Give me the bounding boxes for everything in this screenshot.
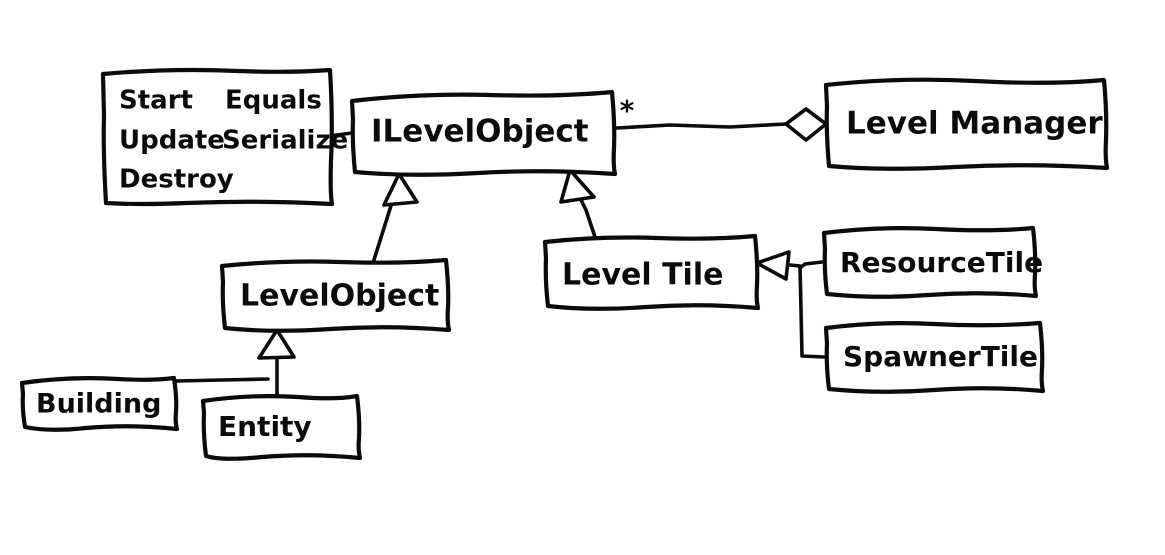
member-label-start: Start <box>119 86 193 116</box>
node-entity[interactable]: Entity <box>200 393 363 461</box>
node-label-ilevelobject: ILevelObject <box>371 114 589 150</box>
edge-levelobject-to-ilevelobject <box>371 172 419 265</box>
node-label-levelmanager: Level Manager <box>846 106 1103 142</box>
node-building[interactable]: Building <box>19 375 180 432</box>
node-leveltile[interactable]: Level Tile <box>542 233 761 311</box>
node-label-spawnertile: SpawnerTile <box>843 340 1038 373</box>
node-levelmanager[interactable]: Level Manager <box>823 77 1110 171</box>
member-label-destroy: Destroy <box>119 165 234 195</box>
node-label-leveltile: Level Tile <box>562 258 723 293</box>
node-label-levelobject: LevelObject <box>240 279 439 314</box>
edge-entity-building-to-levelobject <box>174 328 296 401</box>
node-resourcetile[interactable]: ResourceTile <box>821 225 1043 299</box>
member-label-serialize: Serialize <box>222 126 348 156</box>
node-label-building: Building <box>36 389 161 420</box>
edge-ilevelobject-to-levelmanager <box>615 107 828 142</box>
edge-leveltile-to-ilevelobject <box>559 168 598 242</box>
edge-tiles-to-leveltile <box>755 250 826 359</box>
node-label-resourcetile: ResourceTile <box>840 246 1043 279</box>
node-spawnertile[interactable]: SpawnerTile <box>823 320 1046 394</box>
node-label-entity: Entity <box>218 410 312 443</box>
node-levelobject[interactable]: LevelObject <box>219 257 452 333</box>
member-label-equals: Equals <box>225 86 322 116</box>
multiplicity-label: * <box>620 94 635 127</box>
member-label-update: Update <box>119 126 225 156</box>
node-members-box[interactable]: Start Update Destroy Equals Serialize <box>100 67 348 207</box>
node-ilevelobject[interactable]: ILevelObject * <box>349 89 635 177</box>
